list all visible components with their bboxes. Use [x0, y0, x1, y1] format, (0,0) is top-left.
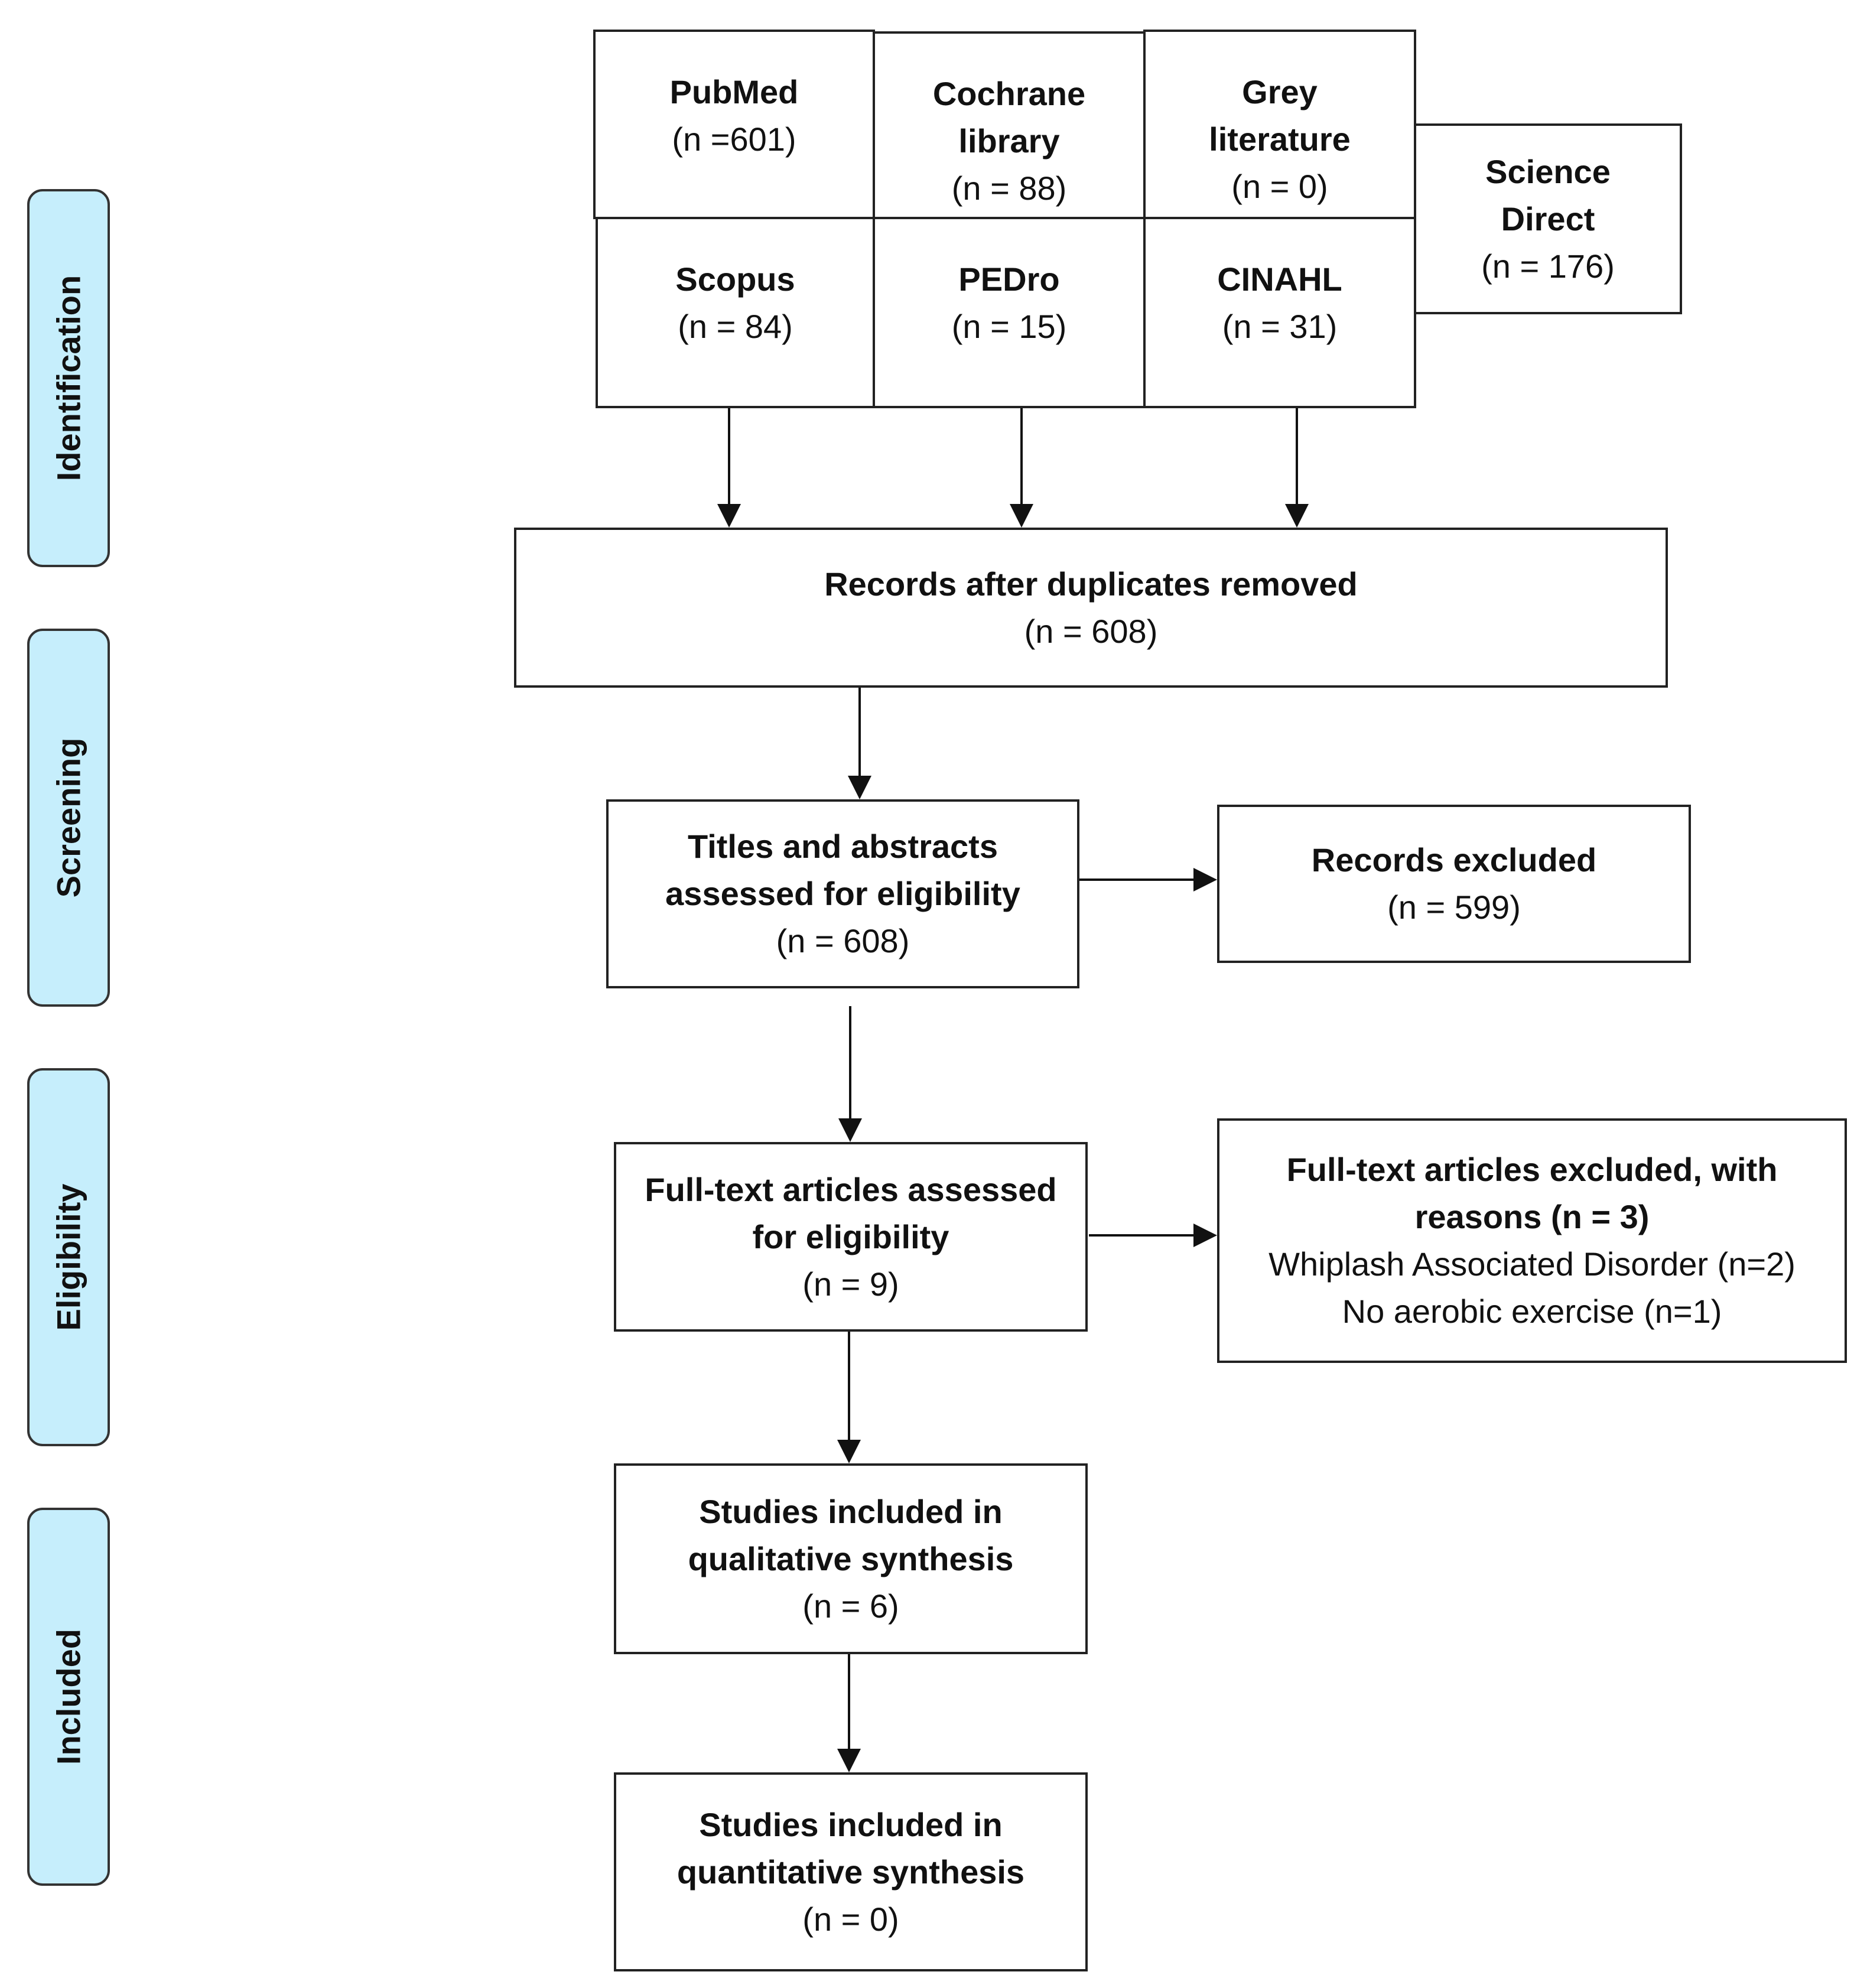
titles-abstracts-count: (n = 608) — [776, 922, 910, 959]
source-scopus-count: (n = 84) — [678, 308, 793, 345]
source-pubmed: PubMed (n =601) — [593, 30, 875, 219]
duplicates-removed-count: (n = 608) — [1024, 612, 1158, 650]
box-qualitative-synthesis: Studies included in qualitative synthesi… — [614, 1463, 1088, 1654]
source-cochrane-title: Cochrane library — [932, 75, 1086, 160]
stage-screening: Screening — [27, 629, 110, 1007]
fulltext-excluded-reason-1: Whiplash Associated Disorder (n=2) — [1268, 1245, 1796, 1283]
box-quantitative-synthesis: Studies included in quantitative synthes… — [614, 1772, 1088, 1971]
stage-identification: Identification — [27, 189, 110, 567]
box-fulltext-assessed: Full-text articles assessed for eligibil… — [614, 1142, 1088, 1332]
source-grey-literature: Grey literature (n = 0) — [1143, 30, 1416, 219]
duplicates-removed-title: Records after duplicates removed — [824, 565, 1358, 603]
stage-included-label: Included — [50, 1628, 87, 1765]
stage-eligibility-label: Eligibility — [50, 1183, 87, 1331]
source-cinahl-title: CINAHL — [1217, 261, 1342, 298]
source-pubmed-count: (n =601) — [672, 121, 796, 158]
source-cinahl: CINAHL (n = 31) — [1143, 217, 1416, 408]
records-excluded-title: Records excluded — [1311, 841, 1597, 879]
fulltext-assessed-count: (n = 9) — [802, 1265, 899, 1303]
source-pedro-title: PEDro — [958, 261, 1060, 298]
source-cochrane: Cochrane library (n = 88) — [873, 31, 1146, 220]
stage-identification-label: Identification — [50, 275, 87, 481]
titles-abstracts-title: Titles and abstracts assessed for eligib… — [665, 828, 1020, 912]
source-pubmed-title: PubMed — [669, 73, 799, 110]
box-fulltext-excluded: Full-text articles excluded, with reason… — [1217, 1118, 1847, 1363]
fulltext-assessed-title: Full-text articles assessed for eligibil… — [645, 1170, 1057, 1255]
source-scopus: Scopus (n = 84) — [596, 217, 875, 408]
source-science-direct-title: Science Direct — [1485, 152, 1611, 237]
source-cochrane-count: (n = 88) — [951, 170, 1067, 207]
source-pedro: PEDro (n = 15) — [873, 217, 1146, 408]
source-science-direct-count: (n = 176) — [1481, 247, 1615, 285]
box-records-excluded: Records excluded (n = 599) — [1217, 805, 1691, 963]
quantitative-title: Studies included in quantitative synthes… — [676, 1805, 1025, 1891]
source-scopus-title: Scopus — [675, 261, 795, 298]
quantitative-count: (n = 0) — [802, 1900, 899, 1938]
stage-screening-label: Screening — [50, 737, 87, 898]
records-excluded-count: (n = 599) — [1387, 889, 1521, 926]
stage-included: Included — [27, 1508, 110, 1886]
qualitative-count: (n = 6) — [802, 1587, 899, 1625]
source-grey-count: (n = 0) — [1231, 168, 1328, 205]
qualitative-title: Studies included in qualitative synthesi… — [688, 1492, 1014, 1577]
stage-eligibility: Eligibility — [27, 1068, 110, 1446]
source-grey-title: Grey literature — [1209, 73, 1351, 158]
source-cinahl-count: (n = 31) — [1222, 308, 1338, 345]
source-pedro-count: (n = 15) — [951, 308, 1067, 345]
box-duplicates-removed: Records after duplicates removed (n = 60… — [514, 528, 1668, 688]
fulltext-excluded-reason-2: No aerobic exercise (n=1) — [1342, 1293, 1722, 1330]
box-titles-abstracts: Titles and abstracts assessed for eligib… — [606, 799, 1079, 988]
source-science-direct: Science Direct (n = 176) — [1414, 123, 1682, 314]
fulltext-excluded-title: Full-text articles excluded, with reason… — [1286, 1151, 1778, 1235]
